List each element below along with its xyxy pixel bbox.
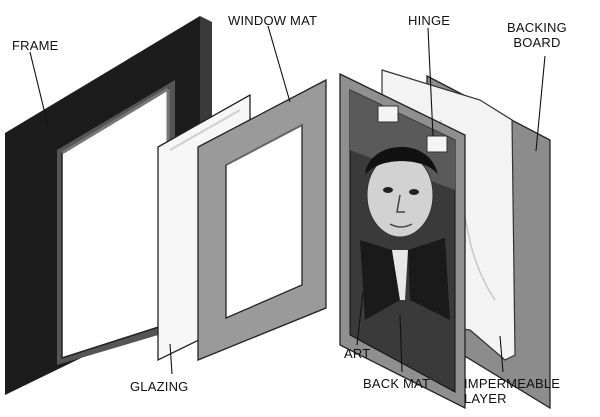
label-impermeable-layer: IMPERMEABLE LAYER [464, 376, 560, 406]
label-frame: FRAME [12, 38, 59, 53]
window-mat [197, 78, 327, 361]
label-art: ART [344, 346, 371, 361]
hinge-tabs [377, 105, 448, 153]
label-impermeable-layer-line1: IMPERMEABLE [464, 376, 561, 391]
label-backing-board-line1: BACKING [507, 20, 567, 35]
label-back-mat: BACK MAT [363, 376, 431, 391]
label-impermeable-layer-line2: LAYER [464, 391, 507, 406]
label-window-mat: WINDOW MAT [228, 13, 318, 28]
art-portrait [349, 89, 456, 393]
leader-lines [29, 25, 546, 375]
frame [5, 16, 212, 395]
label-backing-board-line2: BOARD [513, 35, 561, 50]
label-backing-board: BACKING BOARD [507, 20, 567, 50]
label-hinge: HINGE [408, 13, 451, 28]
label-glazing: GLAZING [130, 379, 189, 394]
